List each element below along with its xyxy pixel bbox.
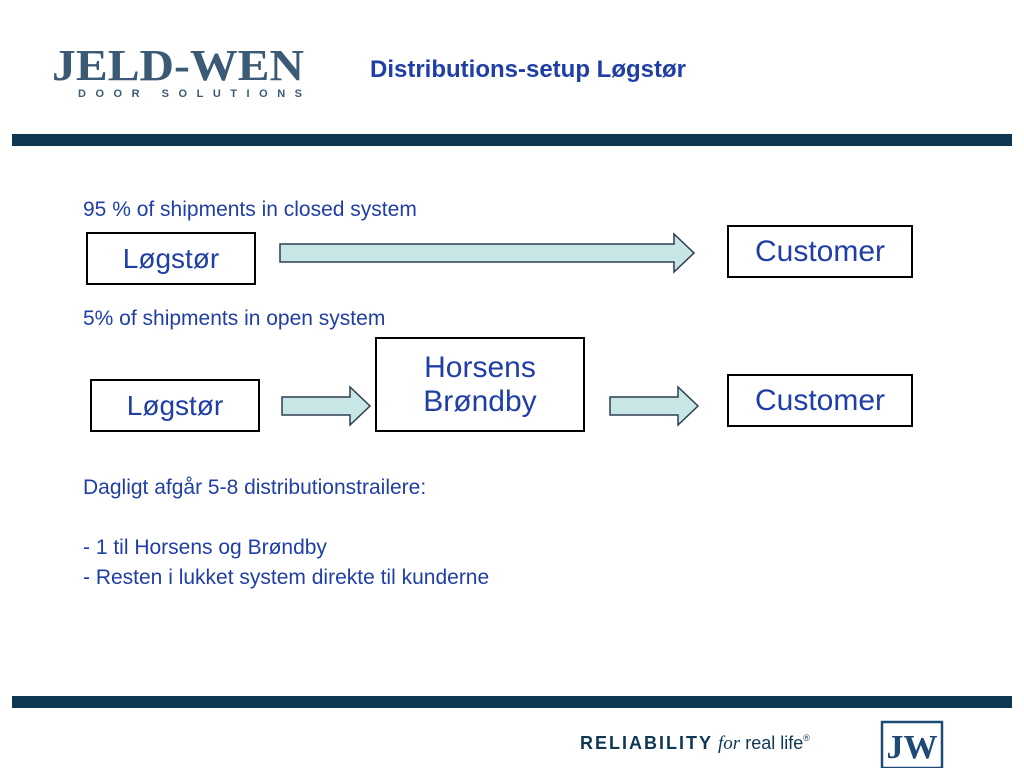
closed-flow-arrow xyxy=(278,232,696,274)
open-system-caption: 5% of shipments in open system xyxy=(83,307,386,330)
notes-item-closed-system: - Resten i lukket system direkte til kun… xyxy=(83,566,490,589)
tagline-reliability: RELIABILITY xyxy=(580,733,713,753)
closed-system-caption: 95 % of shipments in closed system xyxy=(83,198,417,221)
tagline-for: for xyxy=(718,733,741,754)
closed-origin-label: Løgstør xyxy=(122,242,220,274)
footer-tagline: RELIABILITY for real life® xyxy=(580,733,810,755)
closed-destination-label: Customer xyxy=(754,234,886,268)
open-flow-arrow-to-customer xyxy=(608,385,700,427)
tagline-registered-mark: ® xyxy=(803,733,810,743)
closed-destination-box: Customer xyxy=(727,225,913,278)
header-divider-bar xyxy=(12,134,1012,146)
notes-item-horsens-brondby: - 1 til Horsens og Brøndby xyxy=(83,536,327,559)
open-destination-box: Customer xyxy=(727,374,913,427)
hub-label-brondby: Brøndby xyxy=(423,384,537,418)
jw-logo-mark: JW xyxy=(880,720,948,768)
page-title: Distributions-setup Løgstør xyxy=(370,56,686,83)
open-origin-box: Løgstør xyxy=(90,379,260,432)
jw-logo-text: JW xyxy=(887,729,938,766)
logo-brand-text: JELD-WEN xyxy=(52,46,304,90)
open-origin-label: Løgstør xyxy=(126,389,224,421)
open-destination-label: Customer xyxy=(754,383,886,417)
notes-heading: Dagligt afgår 5-8 distributionstrailere: xyxy=(83,476,427,499)
jeld-wen-logo: JELD-WEN DOOR SOLUTIONS xyxy=(52,46,314,102)
open-flow-arrow-to-hub xyxy=(280,385,372,427)
footer-divider-bar xyxy=(12,696,1012,708)
hub-box: Horsens Brøndby xyxy=(375,337,585,432)
hub-label-horsens: Horsens xyxy=(424,350,536,384)
closed-origin-box: Løgstør xyxy=(86,232,256,285)
tagline-real-life: real life xyxy=(745,733,804,753)
